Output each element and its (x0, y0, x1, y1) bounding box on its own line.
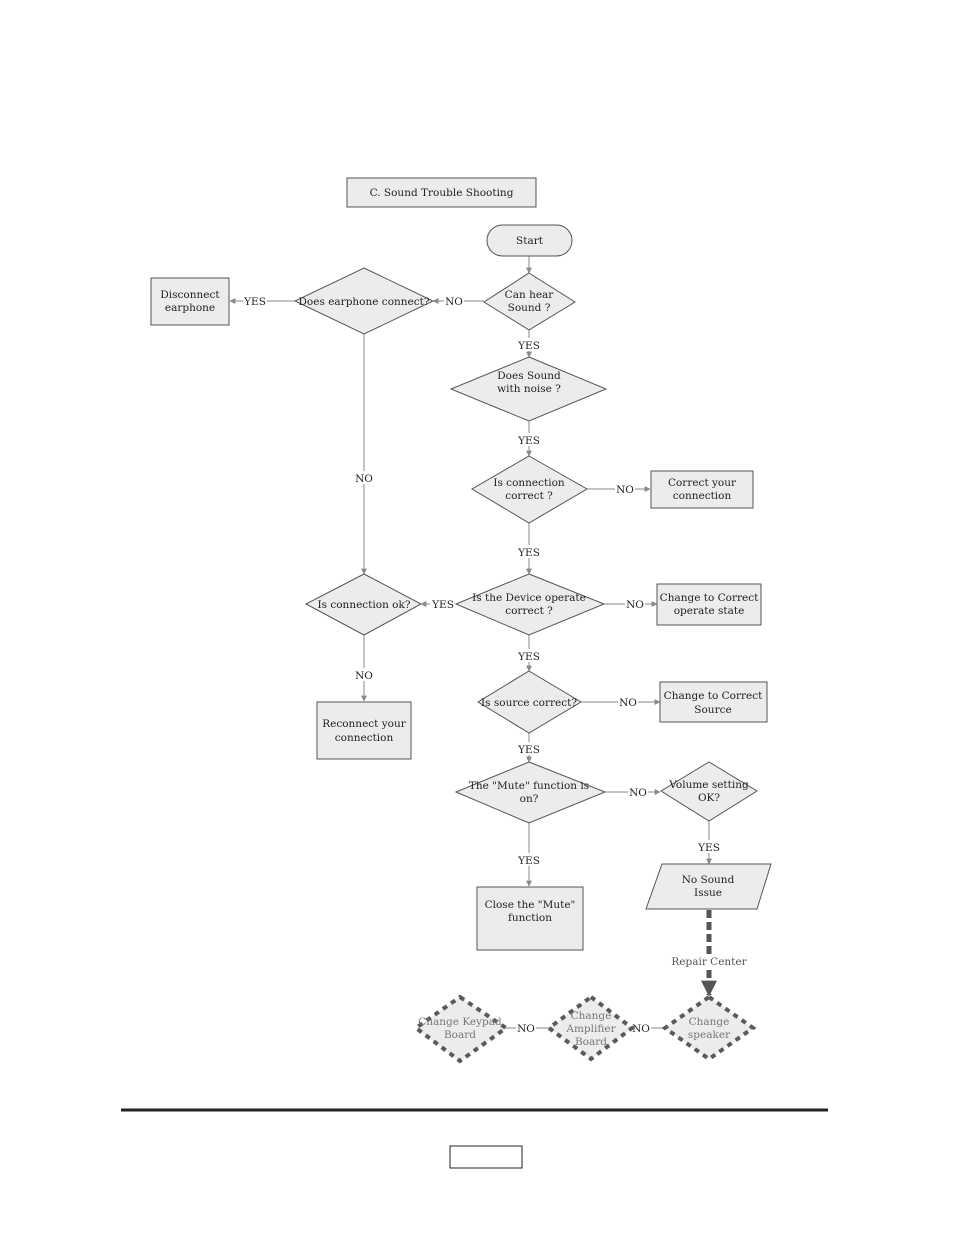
node-source-correct: Is source correct? (477, 670, 582, 734)
label-no-connok: NO (355, 670, 373, 682)
node-can-hear-sound-l1: Can hear (505, 289, 555, 301)
node-device-operate-l1: Is the Device operate (472, 592, 586, 604)
label-yes-device-down: YES (517, 651, 540, 663)
node-change-operate-l1: Change to Correct (660, 592, 759, 604)
label-yes-source: YES (517, 744, 540, 756)
node-device-operate-l2: correct ? (505, 605, 553, 617)
node-connection-ok: Is connection ok? (304, 573, 423, 636)
node-no-sound-l1: No Sound (682, 874, 735, 886)
node-change-speaker-l1: Change (689, 1016, 730, 1028)
label-repair-center: Repair Center (671, 956, 747, 968)
node-mute-on-l1: The "Mute" function is (469, 780, 589, 792)
node-disconnect-l2: earphone (165, 302, 215, 314)
label-yes-earphone: YES (243, 296, 266, 308)
node-earphone-connect: Does earphone connect? (293, 267, 435, 335)
node-earphone-connect-text: Does earphone connect? (299, 296, 430, 308)
node-change-speaker-l2: speaker (688, 1029, 731, 1041)
label-yes-volume: YES (697, 842, 720, 854)
node-volume-ok-l2: OK? (698, 792, 720, 804)
node-sound-noise-l2: with noise ? (497, 383, 561, 395)
label-no-speaker: NO (632, 1023, 650, 1035)
diagram-title: C. Sound Trouble Shooting (370, 187, 514, 199)
label-no-mute: NO (629, 787, 647, 799)
node-correct-connection-l2: connection (673, 490, 732, 502)
node-change-amp-l1: Change (571, 1010, 612, 1022)
node-reconnect: Reconnect your connection (316, 701, 412, 760)
node-correct-connection-l1: Correct your (668, 477, 737, 489)
title-box: C. Sound Trouble Shooting (346, 177, 537, 208)
page-number-box (449, 1145, 523, 1169)
node-change-keypad-l1: Change Keypad (418, 1016, 502, 1028)
node-mute-on-l2: on? (520, 793, 539, 805)
node-can-hear-sound-l2: Sound ? (508, 302, 551, 314)
node-connection-ok-text: Is connection ok? (317, 599, 410, 611)
label-no-conncorrect: NO (616, 484, 634, 496)
edge-labels: NO YES YES YES NO YES NO YES NO NO YES N… (243, 294, 748, 1035)
label-yes-conncorrect: YES (517, 547, 540, 559)
node-source-correct-text: Is source correct? (481, 697, 577, 709)
edges (229, 256, 718, 1029)
node-change-source-l2: Source (694, 704, 731, 716)
node-change-operate-l2: operate state (674, 605, 745, 617)
node-change-keypad-l2: Board (444, 1029, 476, 1041)
node-change-amp-l3: Board (575, 1036, 607, 1048)
node-close-mute-l1: Close the "Mute" (485, 899, 576, 911)
label-yes-canhear: YES (517, 340, 540, 352)
svg-text:Close the "Mute"function: Close the "Mute"function (485, 899, 576, 924)
node-close-mute: Close the "Mute"function (476, 886, 584, 951)
node-close-mute-l2: function (508, 912, 552, 924)
label-no-device: NO (626, 599, 644, 611)
node-start: Start (486, 224, 573, 257)
node-no-sound-l2: Issue (694, 887, 722, 899)
label-no-canhear: NO (445, 296, 463, 308)
node-conncorrect-l1: Is connection (493, 477, 565, 489)
label-no-source: NO (619, 697, 637, 709)
label-yes-mute: YES (517, 855, 540, 867)
node-reconnect-l1: Reconnect your (322, 718, 407, 730)
node-start-text: Start (516, 235, 544, 247)
node-conncorrect-l2: correct ? (505, 490, 553, 502)
node-volume-ok-l1: Volume setting (668, 779, 749, 791)
label-yes-device: YES (431, 599, 454, 611)
label-no-earphone: NO (355, 473, 373, 485)
node-reconnect-l2: connection (335, 732, 394, 744)
label-no-amp: NO (517, 1023, 535, 1035)
node-disconnect-l1: Disconnect (160, 289, 220, 301)
node-change-source-l1: Change to Correct (664, 690, 763, 702)
label-yes-noise: YES (517, 435, 540, 447)
node-sound-noise-l1: Does Sound (497, 370, 561, 382)
node-change-amp-l2: Amplifier (565, 1023, 616, 1035)
